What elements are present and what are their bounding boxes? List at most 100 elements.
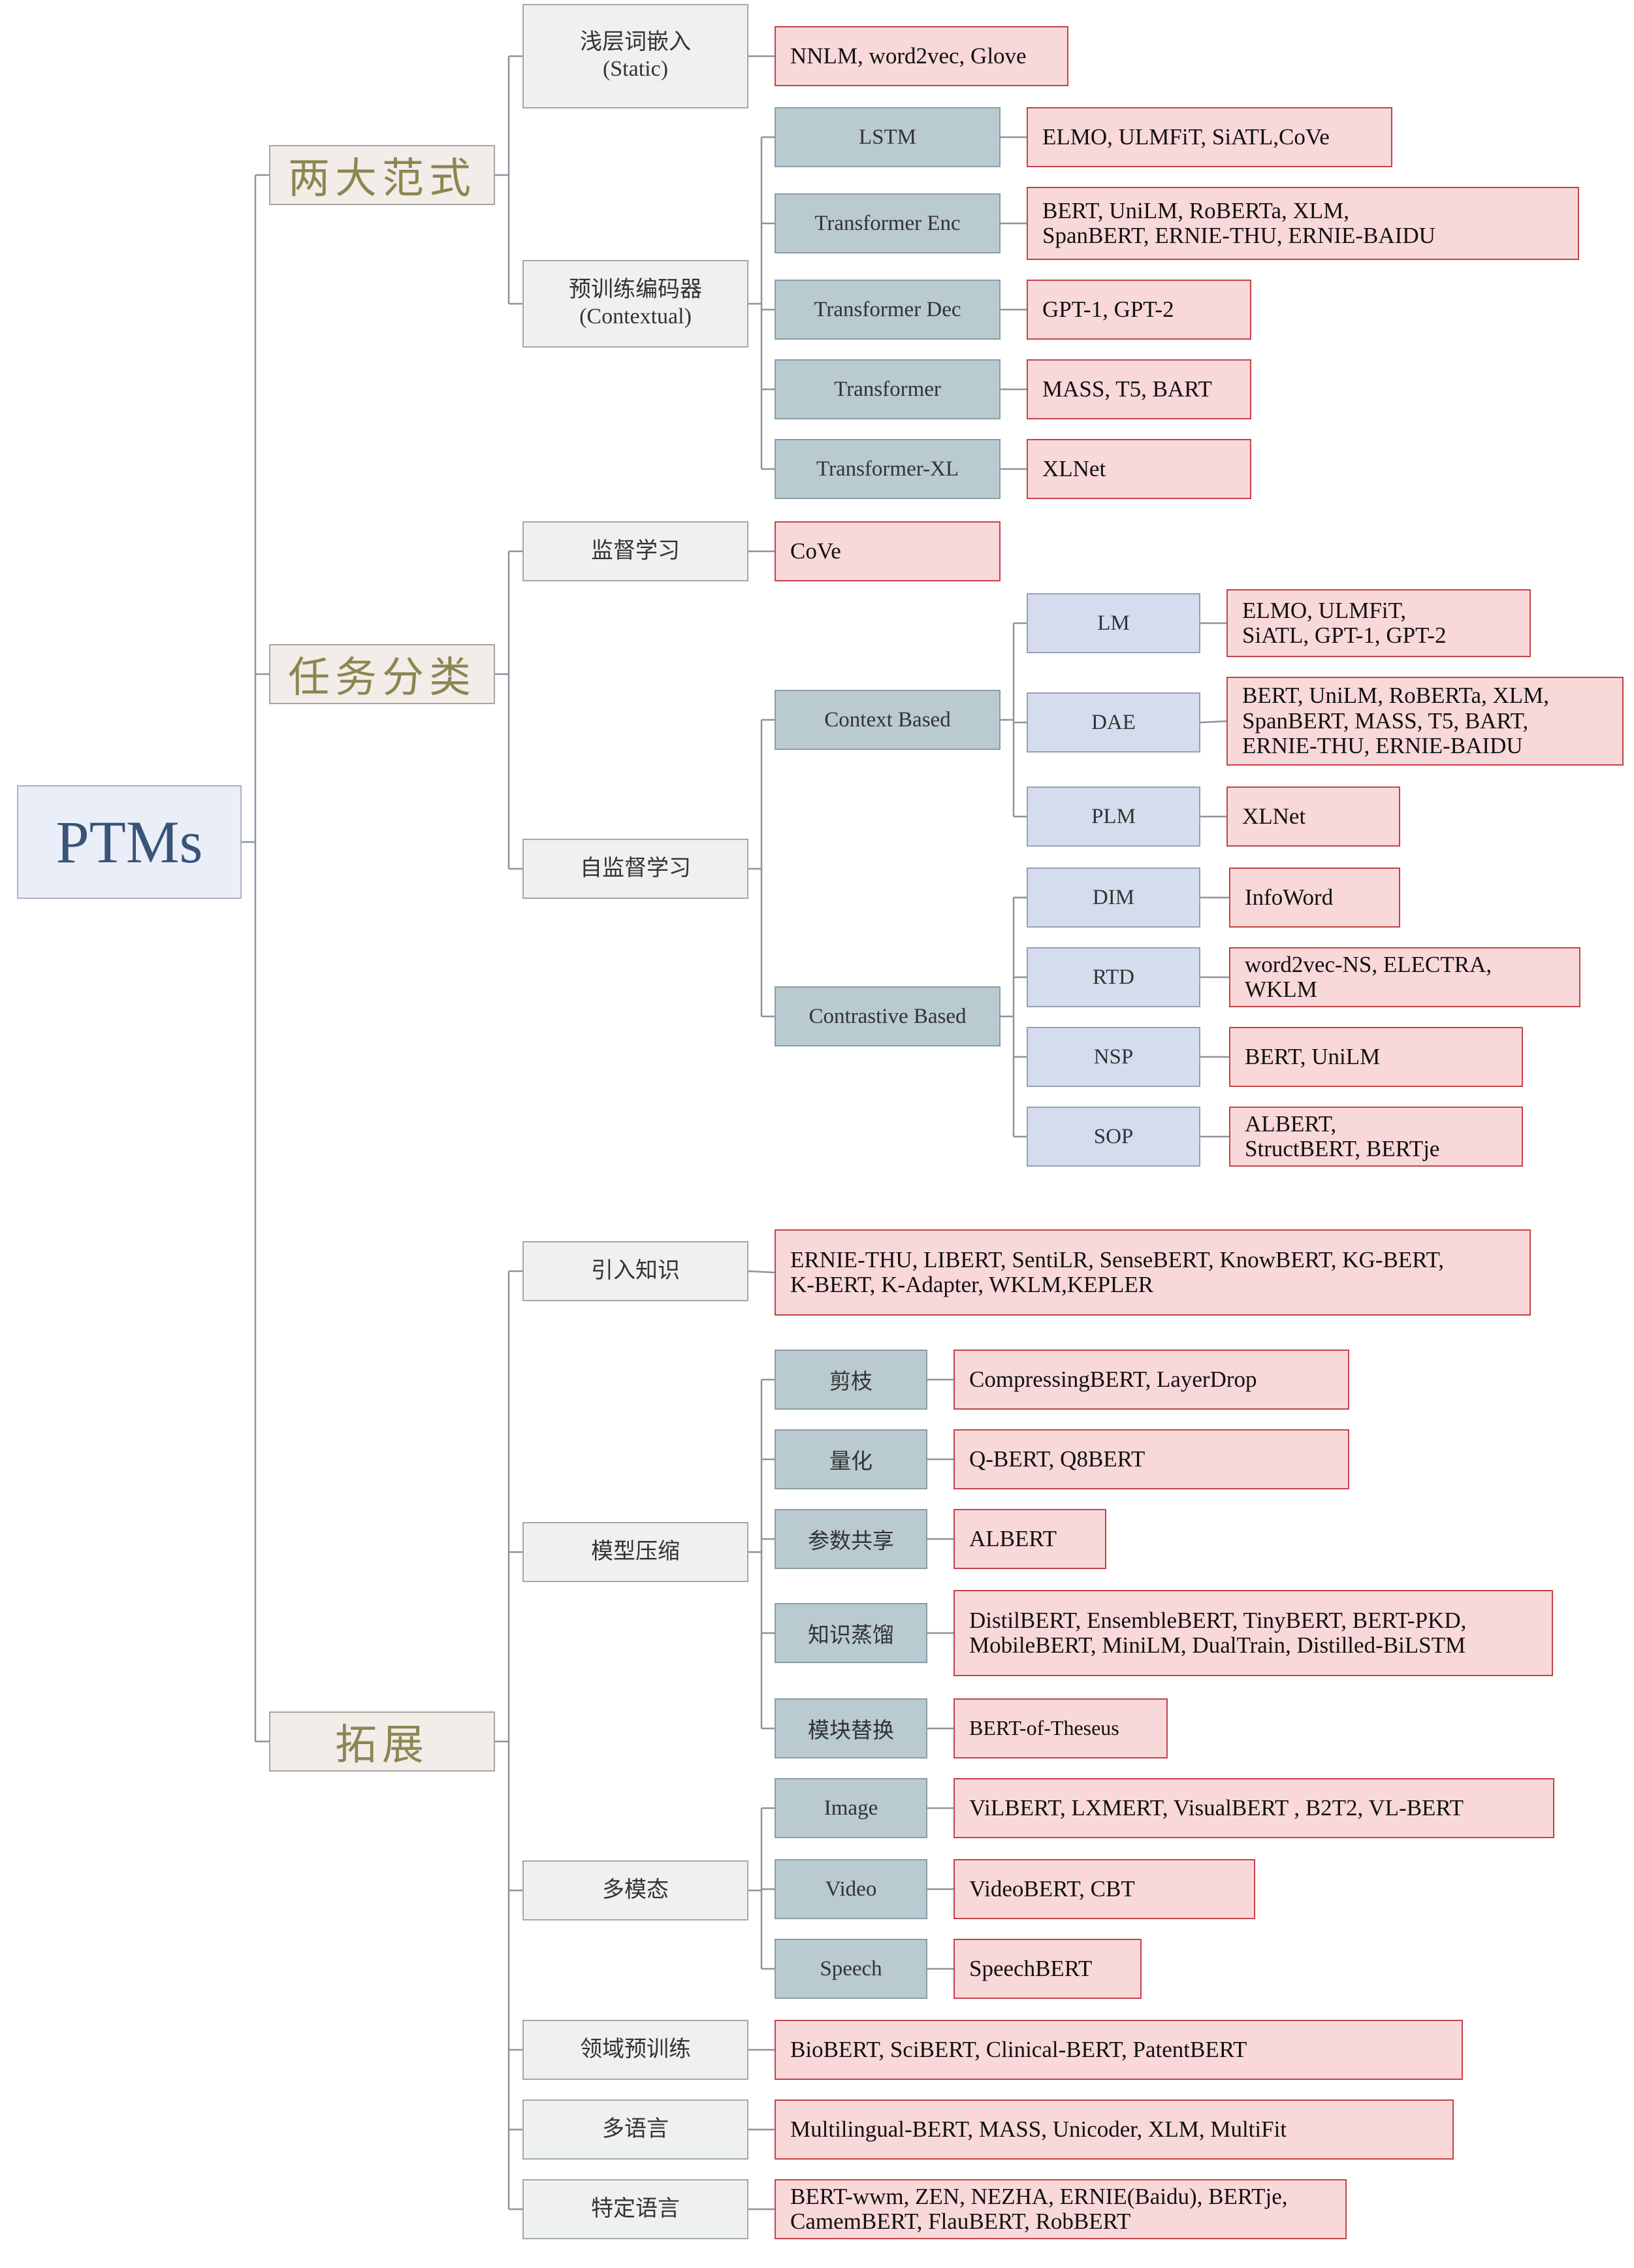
model-list-transformer[interactable]: MASS, T5, BART	[1027, 359, 1251, 419]
architecture-node-transformer-dec[interactable]: Transformer Dec	[775, 280, 1001, 340]
model-list-line: MASS, T5, BART	[1042, 376, 1212, 402]
category-node-multimodal[interactable]: 多模态	[522, 1860, 748, 1920]
category-node-self-supervised[interactable]: 自监督学习	[522, 839, 748, 899]
model-list-lstm[interactable]: ELMO, ULMFiT, SiATL,CoVe	[1027, 107, 1392, 167]
objective-node-nsp[interactable]: NSP	[1027, 1027, 1200, 1087]
model-list-supervised[interactable]: CoVe	[775, 521, 1001, 581]
method-node-quantization[interactable]: 量化	[775, 1429, 927, 1489]
category-node-compression[interactable]: 模型压缩	[522, 1522, 748, 1582]
model-list-line: K-BERT, K-Adapter, WKLM,KEPLER	[790, 1272, 1154, 1297]
architecture-node-transformer[interactable]: Transformer	[775, 359, 1001, 419]
root-node-ptms[interactable]: PTMs	[17, 785, 242, 899]
objective-label: DIM	[1092, 885, 1135, 909]
model-list-specific-language[interactable]: BERT-wwm, ZEN, NEZHA, ERNIE(Baidu), BERT…	[775, 2179, 1347, 2239]
model-list-nsp[interactable]: BERT, UniLM	[1229, 1027, 1523, 1087]
category-label: 多语言	[602, 2116, 669, 2141]
model-list-plm[interactable]: XLNet	[1226, 786, 1400, 847]
model-list-line: ERNIE-THU, LIBERT, SentiLR, SenseBERT, K…	[790, 1246, 1444, 1272]
model-list-line: ELMO, ULMFiT,	[1242, 597, 1407, 623]
model-list-line: ViLBERT, LXMERT, VisualBERT , B2T2, VL-B…	[969, 1794, 1464, 1821]
method-node-pruning[interactable]: 剪枝	[775, 1350, 927, 1410]
model-list-line: word2vec-NS, ELECTRA,	[1245, 951, 1492, 977]
modality-node-speech[interactable]: Speech	[775, 1939, 927, 1999]
category-node-multilingual[interactable]: 多语言	[522, 2099, 748, 2160]
approach-label: Contrastive Based	[809, 1004, 967, 1028]
model-list-pruning[interactable]: CompressingBERT, LayerDrop	[953, 1350, 1349, 1410]
architecture-node-transformer-enc[interactable]: Transformer Enc	[775, 193, 1001, 253]
model-list-static[interactable]: NNLM, word2vec, Glove	[775, 26, 1068, 86]
root-label: PTMs	[56, 809, 203, 875]
category-node-domain-pretraining[interactable]: 领域预训练	[522, 2020, 748, 2080]
architecture-node-transformer-xl[interactable]: Transformer-XL	[775, 439, 1001, 499]
model-list-speech[interactable]: SpeechBERT	[953, 1939, 1142, 1999]
model-list-line: SiATL, GPT-1, GPT-2	[1242, 623, 1447, 648]
category-label: 浅层词嵌入	[580, 30, 691, 55]
group-node-extensions[interactable]: 拓展	[269, 1711, 495, 1772]
group-node-paradigms[interactable]: 两大范式	[269, 145, 495, 205]
model-list-video[interactable]: VideoBERT, CBT	[953, 1859, 1255, 1919]
model-list-line: InfoWord	[1245, 884, 1334, 910]
objective-node-sop[interactable]: SOP	[1027, 1107, 1200, 1167]
model-list-quantization[interactable]: Q-BERT, Q8BERT	[953, 1429, 1349, 1489]
model-list-line: NNLM, word2vec, Glove	[790, 42, 1027, 69]
objective-node-lm[interactable]: LM	[1027, 593, 1200, 653]
model-list-transformer-enc[interactable]: BERT, UniLM, RoBERTa, XLM, SpanBERT, ERN…	[1027, 187, 1579, 260]
modality-node-video[interactable]: Video	[775, 1859, 927, 1919]
category-label: 多模态	[602, 1877, 669, 1902]
model-list-line: VideoBERT, CBT	[969, 1875, 1135, 1902]
approach-node-contrastive-based[interactable]: Contrastive Based	[775, 986, 1001, 1046]
model-list-line: StructBERT, BERTje	[1245, 1136, 1440, 1161]
category-label: 自监督学习	[580, 856, 691, 881]
category-node-static[interactable]: 浅层词嵌入 (Static)	[522, 4, 748, 108]
modality-label: Speech	[820, 1956, 882, 1981]
method-node-distillation[interactable]: 知识蒸馏	[775, 1603, 927, 1663]
model-list-transformer-dec[interactable]: GPT-1, GPT-2	[1027, 280, 1251, 340]
approach-node-context-based[interactable]: Context Based	[775, 690, 1001, 750]
method-node-parameter-sharing[interactable]: 参数共享	[775, 1509, 927, 1569]
group-label: 拓展	[335, 1721, 429, 1770]
objective-node-rtd[interactable]: RTD	[1027, 947, 1200, 1007]
connector-segment	[748, 1270, 775, 1274]
model-list-line: Q-BERT, Q8BERT	[969, 1446, 1145, 1472]
category-node-knowledge[interactable]: 引入知识	[522, 1241, 748, 1301]
model-list-rtd[interactable]: word2vec-NS, ELECTRA, WKLM	[1229, 947, 1580, 1007]
method-label: 量化	[829, 1450, 873, 1474]
model-list-domain-pretraining[interactable]: BioBERT, SciBERT, Clinical-BERT, PatentB…	[775, 2020, 1463, 2080]
category-node-contextual[interactable]: 预训练编码器 (Contextual)	[522, 260, 748, 348]
approach-label: Context Based	[824, 707, 951, 732]
objective-label: DAE	[1091, 710, 1136, 734]
model-list-line: SpeechBERT	[969, 1955, 1093, 1981]
model-list-sop[interactable]: ALBERT, StructBERT, BERTje	[1229, 1107, 1523, 1167]
model-list-line: DistilBERT, EnsembleBERT, TinyBERT, BERT…	[969, 1607, 1467, 1633]
objective-node-plm[interactable]: PLM	[1027, 786, 1200, 847]
model-list-multilingual[interactable]: Multilingual-BERT, MASS, Unicoder, XLM, …	[775, 2099, 1454, 2160]
model-list-module-replacement[interactable]: BERT-of-Theseus	[953, 1698, 1168, 1758]
category-label: 领域预训练	[580, 2037, 691, 2062]
method-node-module-replacement[interactable]: 模块替换	[775, 1698, 927, 1758]
category-node-specific-language[interactable]: 特定语言	[522, 2179, 748, 2239]
model-list-distillation[interactable]: DistilBERT, EnsembleBERT, TinyBERT, BERT…	[953, 1590, 1553, 1676]
architecture-node-lstm[interactable]: LSTM	[775, 107, 1001, 167]
model-list-knowledge[interactable]: ERNIE-THU, LIBERT, SentiLR, SenseBERT, K…	[775, 1229, 1531, 1316]
model-list-lm[interactable]: ELMO, ULMFiT, SiATL, GPT-1, GPT-2	[1226, 589, 1531, 657]
model-list-line: ALBERT	[969, 1525, 1057, 1551]
architecture-label: Transformer Dec	[814, 297, 961, 321]
objective-node-dim[interactable]: DIM	[1027, 867, 1200, 928]
category-label: 引入知识	[591, 1258, 680, 1283]
model-list-line: BERT, UniLM, RoBERTa, XLM,	[1042, 197, 1350, 223]
model-list-parameter-sharing[interactable]: ALBERT	[953, 1509, 1106, 1569]
model-list-line: ERNIE-THU, ERNIE-BAIDU	[1242, 733, 1523, 759]
model-list-line: ALBERT,	[1245, 1110, 1337, 1137]
objective-node-dae[interactable]: DAE	[1027, 692, 1200, 753]
model-list-transformer-xl[interactable]: XLNet	[1027, 439, 1251, 499]
model-list-dim[interactable]: InfoWord	[1229, 867, 1400, 928]
modality-node-image[interactable]: Image	[775, 1778, 927, 1838]
model-list-image[interactable]: ViLBERT, LXMERT, VisualBERT , B2T2, VL-B…	[953, 1778, 1554, 1838]
model-list-line: BioBERT, SciBERT, Clinical-BERT, PatentB…	[790, 2036, 1247, 2062]
category-node-supervised[interactable]: 监督学习	[522, 521, 748, 581]
modality-label: Video	[825, 1877, 877, 1901]
model-list-line: CoVe	[790, 538, 841, 564]
group-node-tasks[interactable]: 任务分类	[269, 644, 495, 704]
model-list-dae[interactable]: BERT, UniLM, RoBERTa, XLM, SpanBERT, MAS…	[1226, 677, 1624, 766]
